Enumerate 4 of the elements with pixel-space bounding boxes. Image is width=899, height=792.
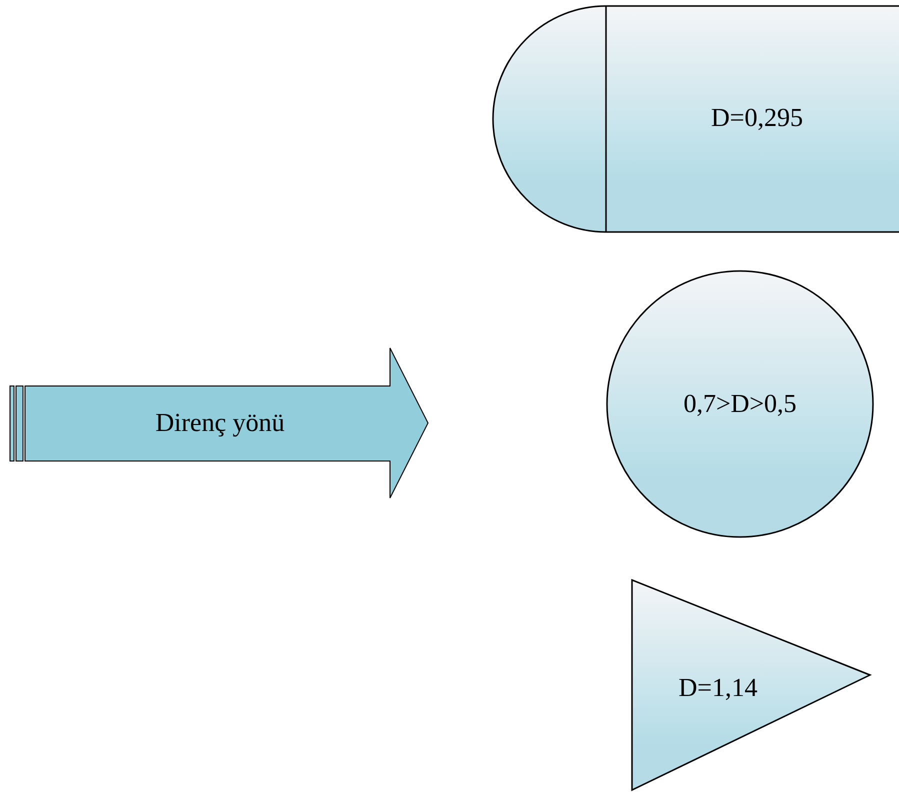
shape-label: 0,7>D>0,5: [683, 389, 797, 419]
shape-label: D=0,295: [711, 103, 803, 133]
shape-label: Direnç yönü: [155, 408, 285, 438]
shape-label: D=1,14: [678, 673, 758, 703]
